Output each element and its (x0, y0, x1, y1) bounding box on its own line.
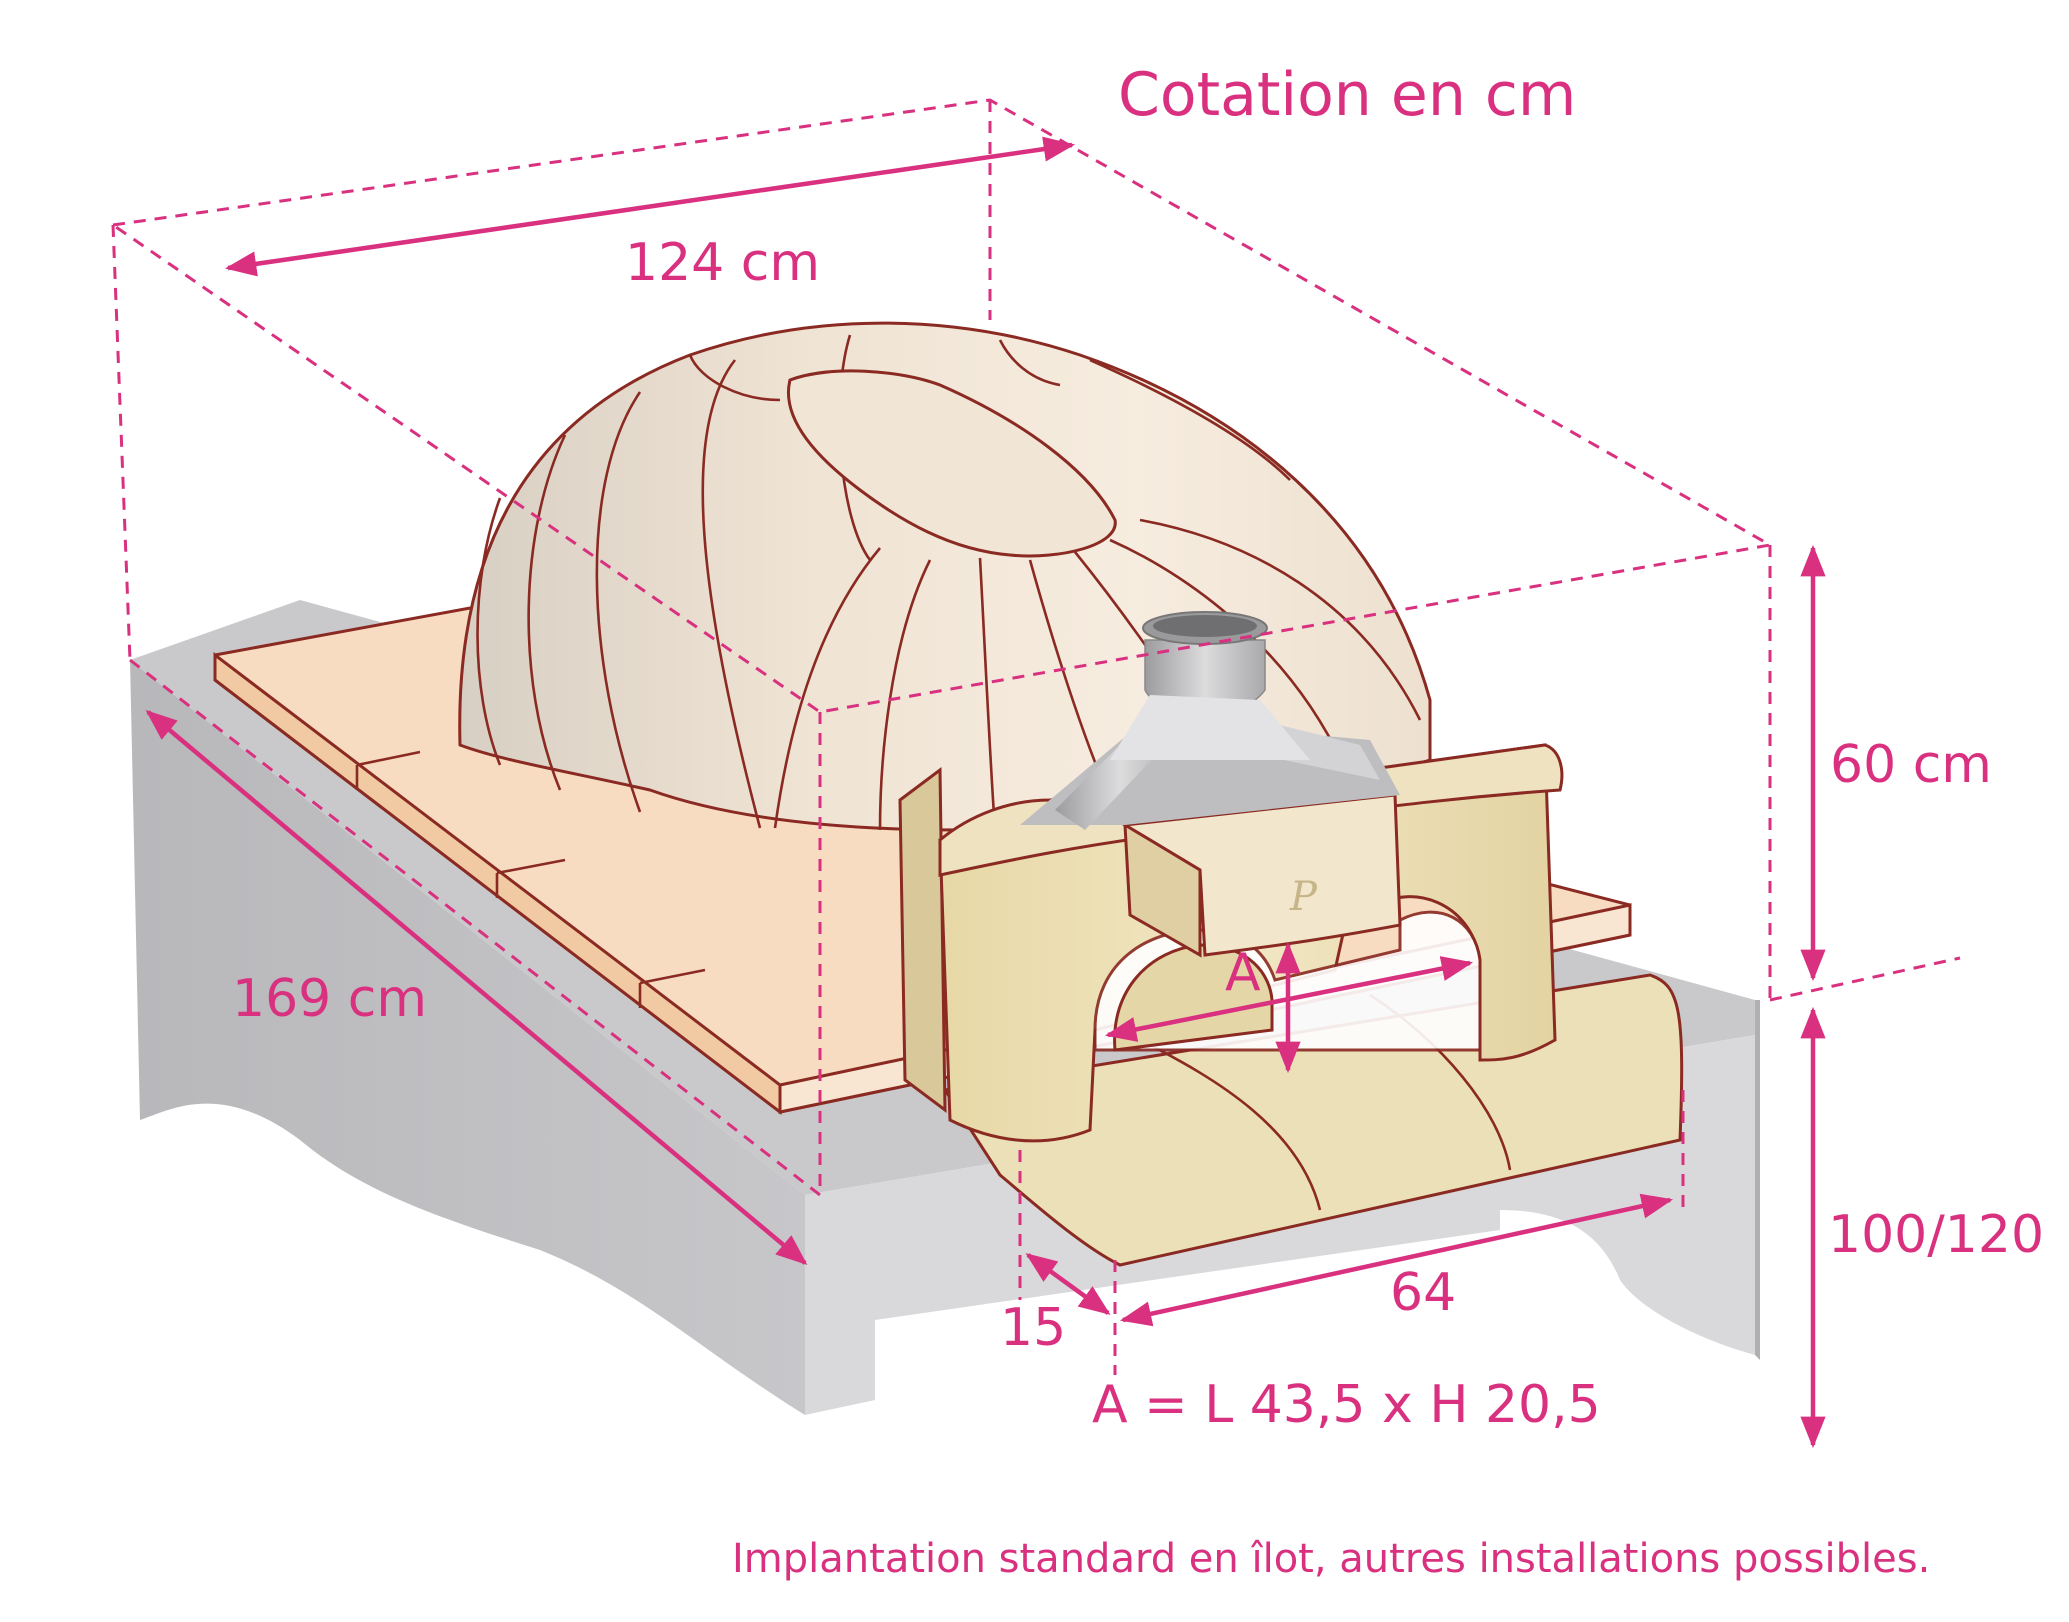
brand-logo: P (1289, 874, 1318, 920)
base-height-label: 100/120 (1828, 1205, 2044, 1265)
landing-depth-arrow (1025, 1253, 1111, 1315)
dimension-arrows (145, 136, 1826, 1449)
width-label: 124 cm (625, 233, 820, 293)
landing-width-arrow (1119, 1193, 1674, 1327)
width-arrow (224, 136, 1076, 277)
opening-formula: A = L 43,5 x H 20,5 (1092, 1375, 1601, 1435)
depth-arrow (145, 709, 808, 1266)
footnote: Implantation standard en îlot, autres in… (732, 1536, 1930, 1582)
diagram-title: Cotation en cm (1118, 60, 1576, 130)
landing-width-label: 64 (1390, 1263, 1456, 1323)
landing-depth-label: 15 (1000, 1298, 1066, 1358)
chimney-flue (1020, 611, 1400, 830)
depth-label: 169 cm (232, 969, 427, 1029)
dome-height-label: 60 cm (1830, 735, 1992, 795)
labels: Cotation en cm 124 cm 169 cm 60 cm 100/1… (232, 60, 2044, 1582)
opening-label: A (1225, 943, 1261, 1003)
